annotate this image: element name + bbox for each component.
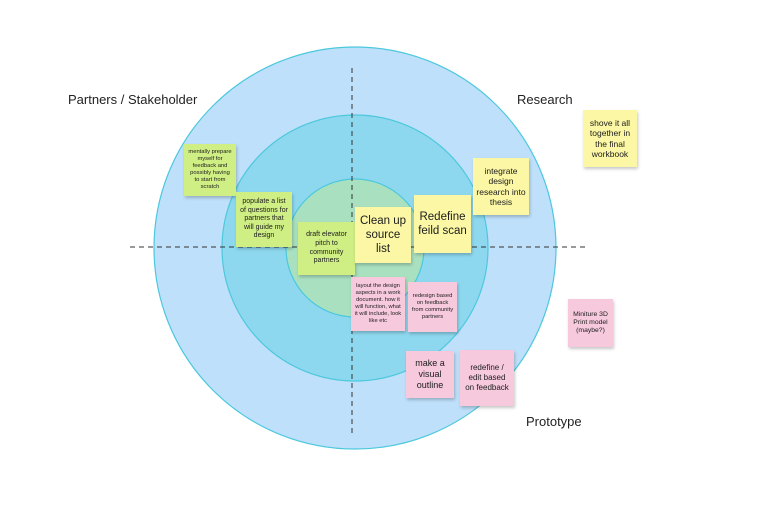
sticky-note-miniture-model[interactable]: Miniture 3D Print model (maybe?) [568,299,613,347]
sticky-note-redefine-field[interactable]: Redefine feild scan [414,195,471,253]
research-label: Research [517,92,573,107]
sticky-note-mental-prep[interactable]: mentally prepare myself for feedback and… [184,144,236,196]
partners-stakeholder-label: Partners / Stakeholder [68,92,198,107]
sticky-note-clean-up[interactable]: Clean up source list [355,207,411,263]
sticky-note-layout-doc[interactable]: layout the design aspects in a work docu… [351,277,405,331]
sticky-note-redesign[interactable]: redesign based on feedback from communit… [408,282,457,332]
sticky-note-draft-pitch[interactable]: draft elevator pitch to community partne… [298,222,355,275]
sticky-note-integrate[interactable]: integrate design research into thesis [473,158,529,215]
prototype-label: Prototype [526,414,582,429]
sticky-note-shove-together[interactable]: shove it all together in the final workb… [583,110,637,167]
sticky-note-visual-outline[interactable]: make a visual outline [406,351,454,398]
sticky-note-redefine-edit[interactable]: redefine / edit based on feedback [460,350,514,406]
sticky-note-populate-questions[interactable]: populate a list of questions for partner… [236,192,292,247]
